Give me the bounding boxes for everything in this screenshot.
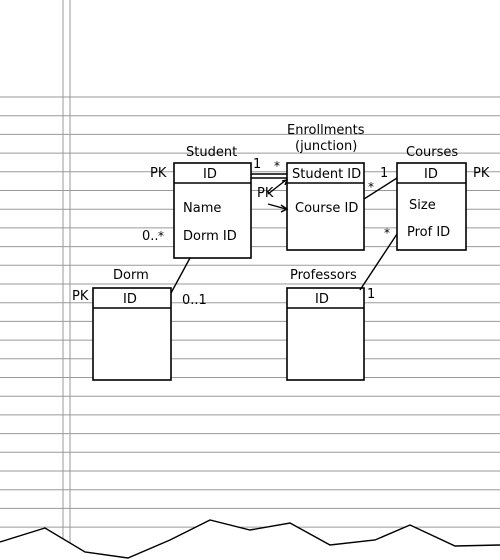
professors-table: Professors ID 1 bbox=[286, 268, 375, 381]
student-pk-label: PK bbox=[150, 166, 167, 181]
enrollments-pk-label: PK bbox=[257, 186, 274, 201]
student-dorm-line bbox=[170, 257, 191, 294]
enrollments-subtitle: (junction) bbox=[295, 139, 357, 154]
dorm-title: Dorm bbox=[113, 268, 149, 283]
enroll-courses-many: * bbox=[368, 180, 374, 194]
enroll-courses-line bbox=[363, 177, 398, 200]
student-enroll-one: 1 bbox=[253, 157, 261, 172]
pk-arrow-course-id bbox=[267, 203, 287, 210]
student-table: Student PK ID Name Dorm ID 0.. * bbox=[142, 145, 252, 259]
student-dorm-star: * bbox=[158, 229, 164, 243]
courses-title: Courses bbox=[406, 145, 458, 160]
pk-arrowhead-student-id bbox=[281, 179, 289, 186]
pk-arrow-student-id bbox=[267, 179, 287, 195]
dorm-table: Dorm PK ID 0..1 bbox=[72, 268, 207, 381]
courses-prof-many: * bbox=[384, 226, 390, 240]
courses-prof-id-field: Prof ID bbox=[407, 225, 450, 240]
dorm-id-field: ID bbox=[123, 292, 137, 307]
enrollments-student-id-field: Student ID bbox=[292, 167, 361, 182]
dorm-pk-label: PK bbox=[72, 289, 89, 304]
ruled-lines bbox=[0, 96, 500, 528]
courses-table: Courses ID Size Prof ID PK bbox=[396, 145, 490, 251]
professors-box bbox=[286, 287, 365, 381]
dorm-multiplicity: 0..1 bbox=[182, 293, 207, 308]
dorm-box bbox=[92, 287, 172, 381]
courses-size-field: Size bbox=[409, 198, 436, 213]
courses-box bbox=[396, 162, 467, 251]
courses-pk-label: PK bbox=[473, 166, 490, 181]
torn-edge bbox=[0, 519, 500, 559]
student-dorm-multiplicity: 0.. bbox=[142, 229, 159, 244]
enrollments-course-id-field: Course ID bbox=[295, 201, 358, 216]
professors-multiplicity: 1 bbox=[367, 287, 375, 302]
enrollments-table: Enrollments (junction) Student ID Course… bbox=[257, 123, 365, 251]
student-enroll-many: * bbox=[274, 159, 280, 173]
student-dorm-id-field: Dorm ID bbox=[183, 229, 237, 244]
professors-title: Professors bbox=[290, 268, 357, 283]
pk-arrowhead-course-id bbox=[280, 204, 289, 213]
student-title: Student bbox=[186, 145, 237, 160]
enroll-courses-one: 1 bbox=[380, 166, 388, 181]
relationship-lines: 1 * 1 * * bbox=[170, 157, 398, 294]
student-name-field: Name bbox=[183, 201, 221, 216]
torn-edge-mask bbox=[0, 520, 500, 560]
courses-id-field: ID bbox=[424, 167, 438, 182]
courses-prof-line bbox=[359, 233, 398, 291]
student-box bbox=[173, 162, 252, 259]
professors-id-field: ID bbox=[315, 292, 329, 307]
student-id-field: ID bbox=[203, 167, 217, 182]
enrollments-title: Enrollments bbox=[287, 123, 365, 138]
enrollments-box bbox=[286, 162, 365, 251]
